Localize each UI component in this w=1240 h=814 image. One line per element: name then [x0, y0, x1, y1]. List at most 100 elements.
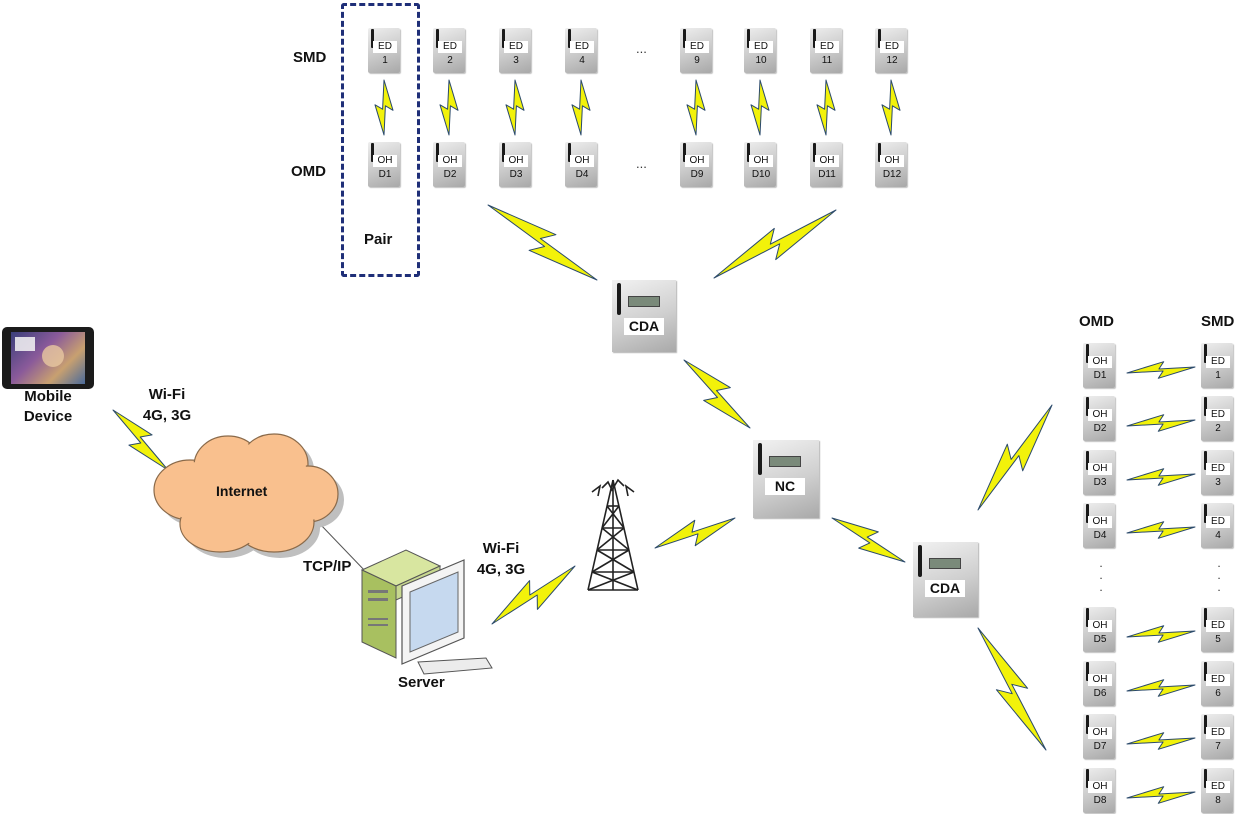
antenna-icon: [1086, 608, 1089, 627]
pair-link-bolt: [571, 79, 591, 136]
omd-device: OH D10: [744, 142, 776, 187]
device-label-line2: 6: [1215, 688, 1221, 699]
device-label-line1: OH: [1092, 463, 1108, 474]
device-label-line1: OH: [884, 155, 900, 166]
label-plate: [815, 41, 839, 53]
device-label-line1: OH: [689, 155, 705, 166]
label-plate: [749, 41, 773, 53]
pair-link-bolt: [439, 79, 459, 136]
device-label-line1: OH: [1092, 409, 1108, 420]
label-plate: [1088, 620, 1112, 632]
top-smd-ellipsis: ...: [636, 41, 647, 56]
mobile-device-label: Mobile Device: [14, 387, 82, 427]
pair-link-bolt: [1126, 468, 1196, 486]
antenna-icon: [371, 29, 374, 48]
device-label-line2: D6: [1093, 688, 1107, 699]
device-label-line1: OH: [1092, 674, 1108, 685]
antenna-icon: [1204, 344, 1207, 363]
antenna-icon: [758, 443, 762, 475]
label-plate: [1206, 409, 1230, 421]
device-label-line2: D8: [1093, 795, 1107, 806]
device-label-line1: ED: [378, 41, 392, 52]
pair-link-bolt: [750, 79, 770, 136]
antenna-icon: [436, 29, 439, 48]
server-label: Server: [398, 674, 445, 691]
antenna-icon: [1086, 715, 1089, 734]
antenna-icon: [371, 143, 374, 162]
antenna-icon: [878, 143, 881, 162]
wireless-link-bolt: [977, 627, 1047, 751]
label-plate: [438, 155, 462, 167]
antenna-icon: [1204, 397, 1207, 416]
smd-column-label: SMD: [1201, 313, 1235, 330]
cda-right-label: CDA: [925, 580, 965, 597]
antenna-icon: [1204, 451, 1207, 470]
display-icon: [769, 456, 801, 467]
antenna-icon: [813, 29, 816, 48]
antenna-icon: [502, 29, 505, 48]
antenna-icon: [617, 283, 621, 315]
antenna-icon: [1086, 504, 1089, 523]
label-plate: [1206, 674, 1230, 686]
device-label-line1: OH: [1092, 727, 1108, 738]
device-label-line1: OH: [1092, 781, 1108, 792]
label-plate: [1088, 463, 1112, 475]
device-label-line1: OH: [574, 155, 590, 166]
mobile-wifi-line2: 4G, 3G: [142, 407, 192, 424]
pair-link-bolt: [1126, 732, 1196, 750]
pair-link-bolt: [1126, 679, 1196, 697]
device-label-line2: D4: [1093, 530, 1107, 541]
antenna-icon: [1204, 715, 1207, 734]
label-plate: [1088, 409, 1112, 421]
device-label-line2: 11: [821, 55, 833, 66]
device-label-line2: D3: [509, 169, 523, 180]
device-label-line2: 10: [755, 55, 767, 66]
wireless-link-bolt: [831, 517, 906, 563]
device-label-line1: OH: [753, 155, 769, 166]
wireless-link-bolt: [654, 517, 736, 549]
label-plate: [1206, 463, 1230, 475]
pair-link-bolt: [1126, 361, 1196, 379]
label-plate: [504, 155, 528, 167]
device-label-line1: ED: [509, 41, 523, 52]
pair-link-bolt: [505, 79, 525, 136]
device-label-line2: D9: [690, 169, 704, 180]
omd-device: OH D8: [1083, 768, 1115, 813]
label-plate: [570, 155, 594, 167]
pair-link-bolt: [1126, 414, 1196, 432]
device-label-line2: 3: [1215, 477, 1221, 488]
antenna-icon: [568, 143, 571, 162]
antenna-icon: [1204, 769, 1207, 788]
device-label-line1: ED: [690, 41, 704, 52]
cda-top-label: CDA: [624, 318, 664, 335]
display-icon: [628, 296, 660, 307]
device-label-line2: D1: [378, 169, 392, 180]
device-label-line2: D10: [751, 169, 771, 180]
device-label-line1: OH: [819, 155, 835, 166]
antenna-icon: [683, 143, 686, 162]
label-plate: [373, 155, 397, 167]
device-label-line2: D3: [1093, 477, 1107, 488]
device-label-line1: ED: [1211, 409, 1225, 420]
wireless-link-bolt: [683, 359, 751, 429]
device-label-line1: ED: [1211, 727, 1225, 738]
label-plate: [570, 41, 594, 53]
device-label-line2: D4: [575, 169, 589, 180]
antenna-icon: [878, 29, 881, 48]
device-label-line2: 5: [1215, 634, 1221, 645]
wireless-link-bolt: [487, 204, 598, 281]
wireless-link-bolt: [491, 565, 576, 625]
